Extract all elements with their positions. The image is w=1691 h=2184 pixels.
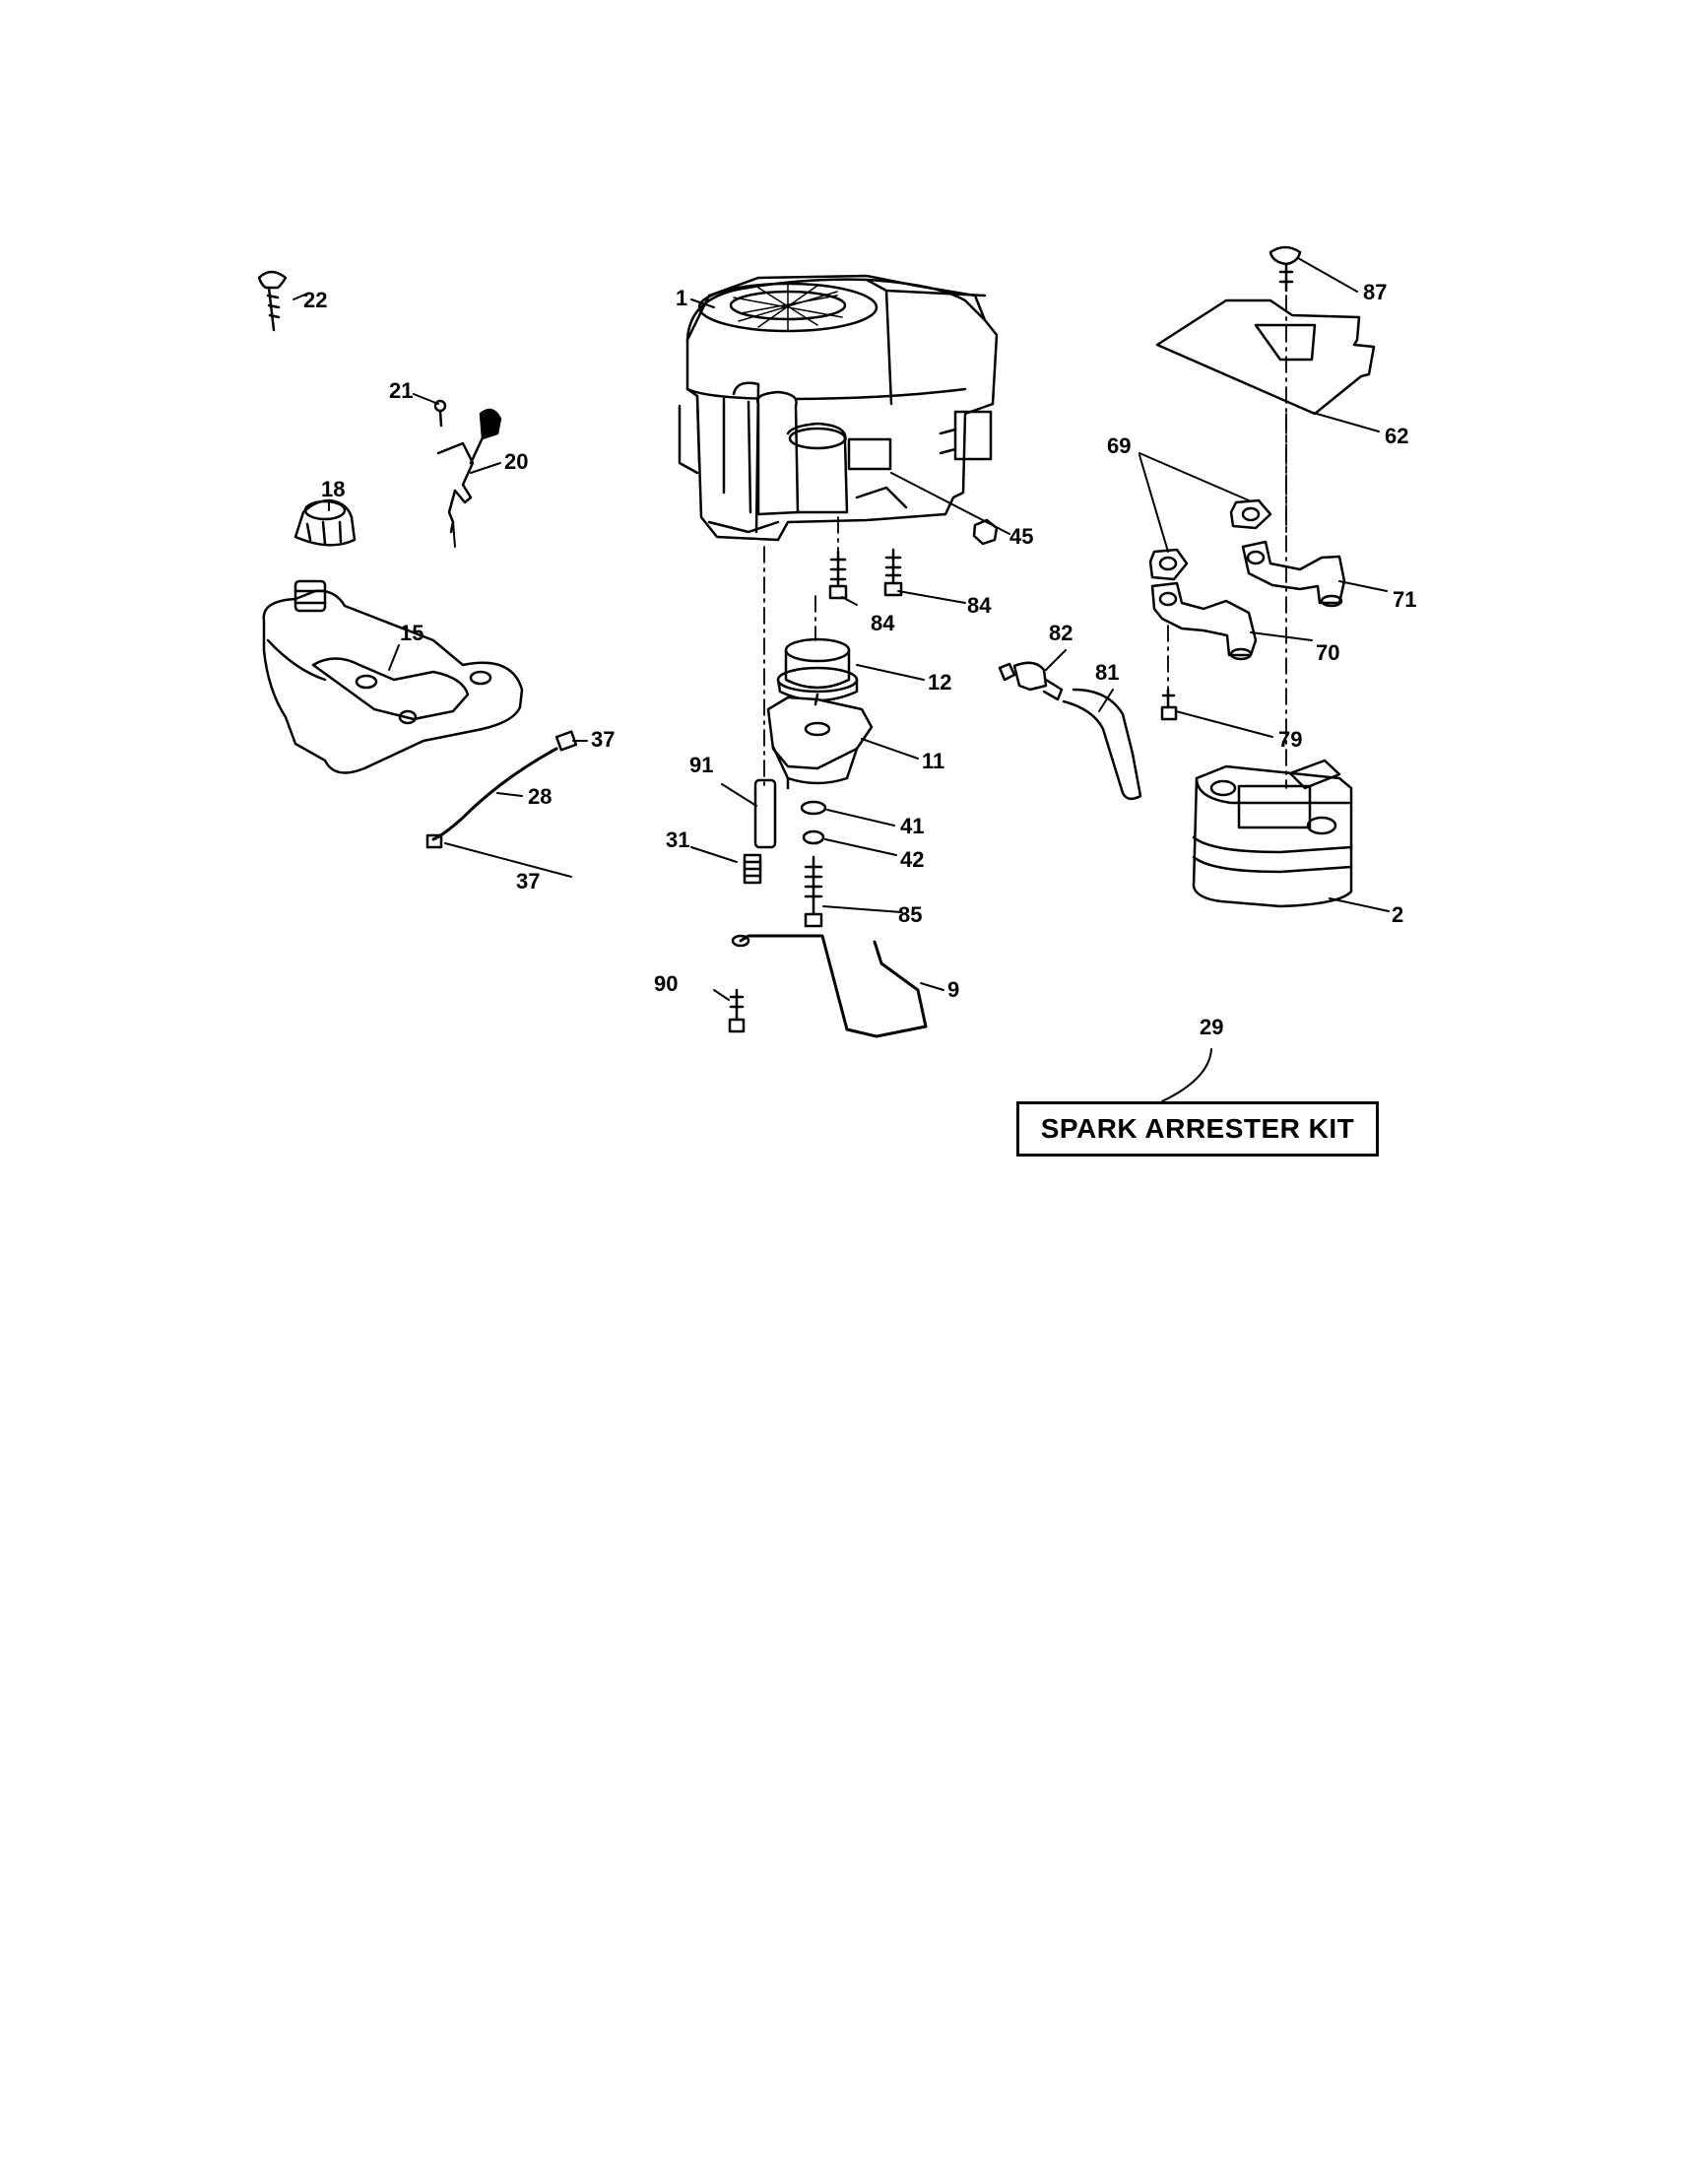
bolt-90 <box>728 988 746 1033</box>
callout-87: 87 <box>1363 280 1388 304</box>
bolt-79 <box>1160 688 1178 721</box>
gasket-69-upper <box>1229 498 1272 530</box>
callout-11: 11 <box>922 749 945 773</box>
callout-12: 12 <box>928 670 952 695</box>
callout-84-left: 84 <box>871 611 895 635</box>
callout-28: 28 <box>528 784 553 809</box>
callout-2: 2 <box>1392 902 1404 927</box>
hose-clamp-upper <box>554 730 578 752</box>
fuel-tank <box>262 579 524 774</box>
bolt-85 <box>804 855 823 928</box>
fuel-cap <box>293 498 357 547</box>
callout-91: 91 <box>689 753 714 777</box>
exhaust-pipe-70 <box>1150 581 1258 661</box>
hose-81 <box>1062 688 1142 801</box>
callout-90: 90 <box>654 971 679 996</box>
callout-45: 45 <box>1009 524 1034 549</box>
callout-41: 41 <box>900 814 925 838</box>
spring-31 <box>743 853 762 885</box>
bolt-84-left <box>828 550 848 600</box>
callout-81: 81 <box>1095 660 1120 685</box>
callout-84-right: 84 <box>967 593 992 618</box>
bolt-87 <box>1268 245 1302 293</box>
callout-85: 85 <box>898 902 923 927</box>
gasket-69-lower <box>1148 548 1189 581</box>
callout-37-upper: 37 <box>591 727 616 752</box>
callout-21: 21 <box>389 378 414 403</box>
washer-42 <box>802 829 825 845</box>
callout-37-lower: 37 <box>516 869 541 893</box>
spark-arrester-kit-label: SPARK ARRESTER KIT <box>1040 1113 1355 1144</box>
callout-18: 18 <box>321 477 346 501</box>
callout-79: 79 <box>1278 727 1303 752</box>
pulley <box>776 637 859 702</box>
rod-9 <box>739 934 928 1038</box>
exhaust-pipe-71 <box>1241 540 1346 608</box>
engine <box>678 274 999 542</box>
bolt-22 <box>257 270 288 332</box>
throttle-control <box>433 399 502 548</box>
callout-71: 71 <box>1393 587 1417 612</box>
callout-69: 69 <box>1107 433 1132 458</box>
nut-45 <box>972 518 999 546</box>
muffler-shield <box>1155 298 1376 416</box>
callout-31: 31 <box>666 827 690 852</box>
washer-41 <box>800 800 827 816</box>
bolt-84-right <box>883 548 903 597</box>
callout-15: 15 <box>400 621 424 645</box>
filter-82 <box>998 661 1064 701</box>
callout-29: 29 <box>1200 1015 1224 1039</box>
callout-1: 1 <box>676 286 688 310</box>
hose-clamp-lower <box>425 833 443 849</box>
callout-20: 20 <box>504 449 529 474</box>
spark-arrester-kit-box: SPARK ARRESTER KIT <box>1016 1101 1379 1157</box>
callout-42: 42 <box>900 847 925 872</box>
callout-22: 22 <box>303 288 328 312</box>
callout-82: 82 <box>1049 621 1073 645</box>
callout-9: 9 <box>947 977 960 1002</box>
callout-62: 62 <box>1385 424 1409 448</box>
pto-clutch <box>766 693 874 790</box>
spacer-91 <box>753 778 777 849</box>
callout-70: 70 <box>1316 640 1340 665</box>
muffler <box>1192 759 1353 908</box>
